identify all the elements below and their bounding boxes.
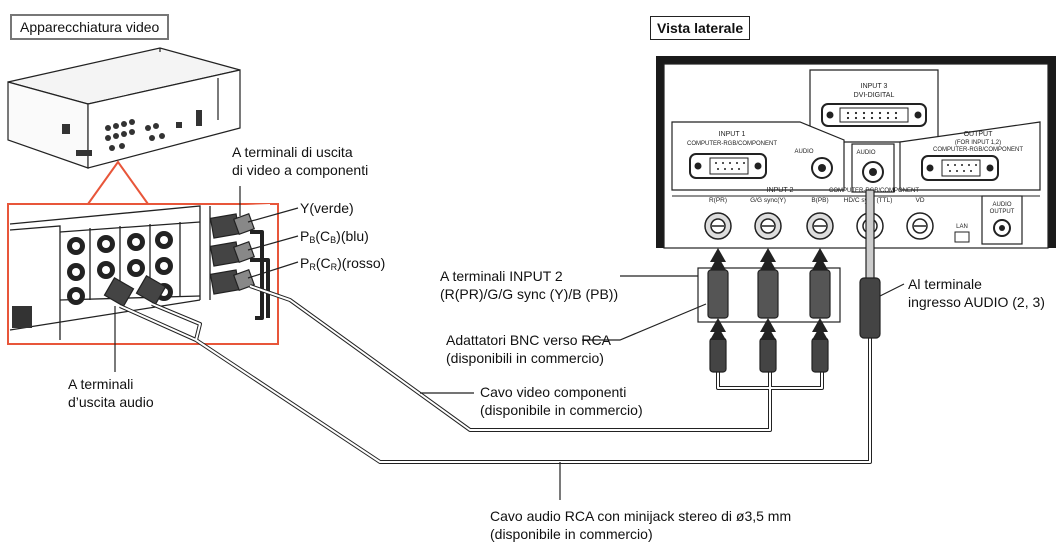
svg-text:LAN: LAN xyxy=(956,224,968,230)
component-cable-label-line2: (disponibile in commercio) xyxy=(480,402,643,418)
bnc-rca-adapters xyxy=(707,269,831,373)
svg-text:OUTPUT: OUTPUT xyxy=(964,131,994,138)
svg-text:AUDIO: AUDIO xyxy=(856,150,875,156)
svg-text:OUTPUT: OUTPUT xyxy=(990,209,1015,215)
component-out-label-line2: di video a componenti xyxy=(232,162,369,178)
svg-text:VD: VD xyxy=(915,197,924,204)
component-leader-lines xyxy=(114,186,299,372)
bnc-adapters-label-line2: (disponibili in commercio) xyxy=(446,350,604,366)
audio-cable-label-line1: Cavo audio RCA con minijack stereo di ø3… xyxy=(490,508,792,524)
component-cable-label-line1: Cavo video componenti xyxy=(480,384,627,400)
projector-side-panel: INPUT 3 DVI-DIGITAL INPUT 1 COMPUTER-RGB… xyxy=(656,56,1056,249)
svg-text:AUDIO: AUDIO xyxy=(794,149,813,155)
audio-terminal-label-line2: ingresso AUDIO (2, 3) xyxy=(908,294,1045,310)
component-out-label-line1: A terminali di uscita xyxy=(232,144,353,160)
svg-text:AUDIO: AUDIO xyxy=(992,202,1011,208)
svg-text:R(PR): R(PR) xyxy=(709,197,727,204)
zoom-callout xyxy=(7,160,279,345)
video-device-label: Apparecchiatura video xyxy=(10,14,170,40)
direction-arrows xyxy=(710,248,828,340)
audio-out-label-line1: A terminali xyxy=(68,376,134,392)
svg-text:B(PB): B(PB) xyxy=(811,197,828,204)
svg-text:COMPUTER-RGB/COMPONENT: COMPUTER-RGB/COMPONENT xyxy=(687,141,777,147)
audio-cable-label-line2: (disponibile in commercio) xyxy=(490,526,653,542)
cable-leader-lines xyxy=(420,392,561,500)
svg-text:INPUT 3: INPUT 3 xyxy=(861,83,888,90)
bnc-adapters-label-line1: Adattatori BNC verso RCA xyxy=(446,332,611,348)
pb-blue-label: PB(CB)(blu) xyxy=(300,228,369,245)
audio-out-label-line2: d’uscita audio xyxy=(68,394,154,410)
device-back-zoom xyxy=(9,204,270,340)
svg-text:G/G sync(Y): G/G sync(Y) xyxy=(750,197,786,204)
pr-red-label: PR(CR)(rosso) xyxy=(300,255,386,272)
audio-cable-inner xyxy=(119,303,871,463)
input2-terminals-label-line2: (R(PR)/G/G sync (Y)/B (PB)) xyxy=(440,286,619,302)
svg-text:COMPUTER-RGB/COMPONENT: COMPUTER-RGB/COMPONENT xyxy=(933,147,1023,153)
audio-terminal-label-line1: Al terminale xyxy=(908,276,982,292)
svg-text:DVI-DIGITAL: DVI-DIGITAL xyxy=(854,92,895,99)
svg-text:INPUT 2: INPUT 2 xyxy=(767,187,794,194)
svg-text:(FOR INPUT 1,2): (FOR INPUT 1,2) xyxy=(955,140,1001,146)
svg-text:INPUT 1: INPUT 1 xyxy=(719,131,746,138)
input2-terminals-label-line1: A terminali INPUT 2 xyxy=(440,268,563,284)
right-leader-lines xyxy=(582,275,905,341)
component-video-cable-inner xyxy=(249,285,823,431)
y-green-label: Y(verde) xyxy=(300,200,354,216)
side-view-label: Vista laterale xyxy=(650,16,751,40)
video-device-illustration xyxy=(7,47,241,169)
minijack-plug xyxy=(859,189,881,339)
